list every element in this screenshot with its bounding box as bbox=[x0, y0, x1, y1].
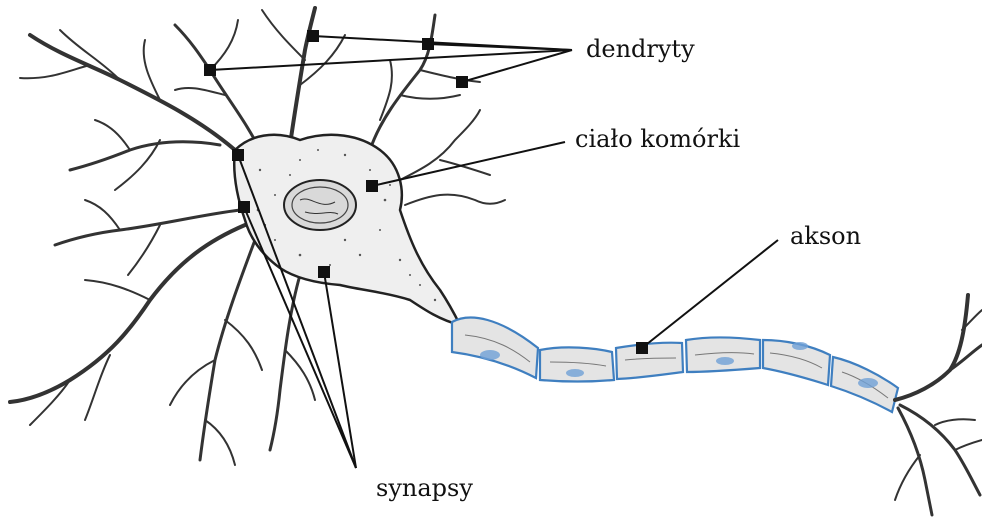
myelin-segment bbox=[616, 343, 683, 379]
dendrite-marker bbox=[456, 76, 468, 88]
label-synapses: synapsy bbox=[376, 474, 473, 502]
axon bbox=[452, 318, 898, 412]
label-cell-body: ciało komórki bbox=[575, 125, 741, 153]
axon-terminal bbox=[895, 295, 982, 515]
axon-marker bbox=[636, 342, 648, 354]
label-dendrites: dendryty bbox=[586, 35, 695, 63]
dendrite-marker bbox=[422, 38, 434, 50]
myelin-segment bbox=[452, 318, 538, 378]
dendrite-marker bbox=[204, 64, 216, 76]
synapse-marker bbox=[238, 201, 250, 213]
synapse-marker bbox=[318, 266, 330, 278]
label-axon: akson bbox=[790, 222, 861, 250]
synapse-marker bbox=[232, 149, 244, 161]
dendrite-marker bbox=[307, 30, 319, 42]
cell-body-marker bbox=[366, 180, 378, 192]
cell-body bbox=[234, 135, 460, 325]
